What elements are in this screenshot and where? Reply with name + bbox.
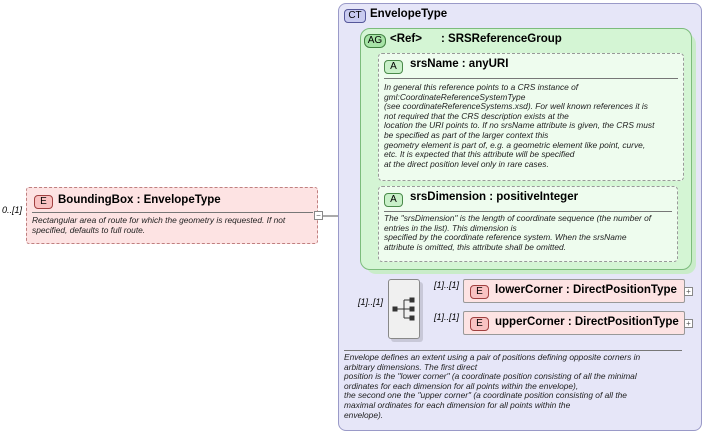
lower-corner-occurrence: [1]..[1] bbox=[434, 280, 460, 290]
root-occurrence: 0..[1] bbox=[2, 205, 23, 215]
sequence-icon bbox=[392, 297, 415, 321]
attribute-group-ref-label: <Ref> bbox=[390, 33, 422, 45]
sequence-compositor[interactable] bbox=[388, 279, 420, 339]
attribute-badge: A bbox=[384, 193, 403, 207]
srs-name-doc: In general this reference points to a CR… bbox=[384, 82, 655, 169]
bounding-box-element[interactable]: E BoundingBox : EnvelopeType Rectangular… bbox=[26, 187, 318, 244]
separator bbox=[344, 350, 682, 351]
envelope-type-title: EnvelopeType bbox=[370, 8, 448, 20]
element-badge: E bbox=[470, 317, 489, 331]
separator bbox=[384, 211, 672, 212]
separator bbox=[384, 78, 678, 79]
expand-icon[interactable]: + bbox=[684, 319, 693, 328]
srs-name-title: srsName : anyURI bbox=[410, 58, 509, 70]
upper-corner-element[interactable]: E upperCorner : DirectPositionType bbox=[463, 311, 685, 335]
attribute-group-badge: AG bbox=[364, 34, 386, 48]
lower-corner-title: lowerCorner : DirectPositionType bbox=[495, 284, 677, 296]
attribute-group-title: : SRSReferenceGroup bbox=[441, 33, 562, 45]
expand-icon[interactable]: + bbox=[684, 287, 693, 296]
sequence-occurrence: [1]..[1] bbox=[358, 297, 384, 307]
bounding-box-title: BoundingBox : EnvelopeType bbox=[58, 194, 221, 206]
srs-name-attribute[interactable]: A srsName : anyURI In general this refer… bbox=[378, 53, 684, 181]
bounding-box-doc: Rectangular area of route for which the … bbox=[32, 215, 286, 235]
separator bbox=[32, 212, 313, 213]
collapse-icon[interactable]: − bbox=[314, 211, 323, 220]
upper-corner-title: upperCorner : DirectPositionType bbox=[495, 316, 679, 328]
attribute-badge: A bbox=[384, 60, 403, 74]
srs-dimension-attribute[interactable]: A srsDimension : positiveInteger The "sr… bbox=[378, 186, 678, 262]
element-badge: E bbox=[470, 285, 489, 299]
lower-corner-element[interactable]: E lowerCorner : DirectPositionType bbox=[463, 279, 685, 303]
srs-dimension-title: srsDimension : positiveInteger bbox=[410, 191, 579, 203]
element-badge: E bbox=[34, 195, 53, 209]
upper-corner-occurrence: [1]..[1] bbox=[434, 312, 460, 322]
srs-dimension-doc: The "srsDimension" is the length of coor… bbox=[384, 213, 652, 252]
complex-type-badge: CT bbox=[344, 9, 366, 23]
envelope-type-doc: Envelope defines an extent using a pair … bbox=[344, 352, 641, 420]
